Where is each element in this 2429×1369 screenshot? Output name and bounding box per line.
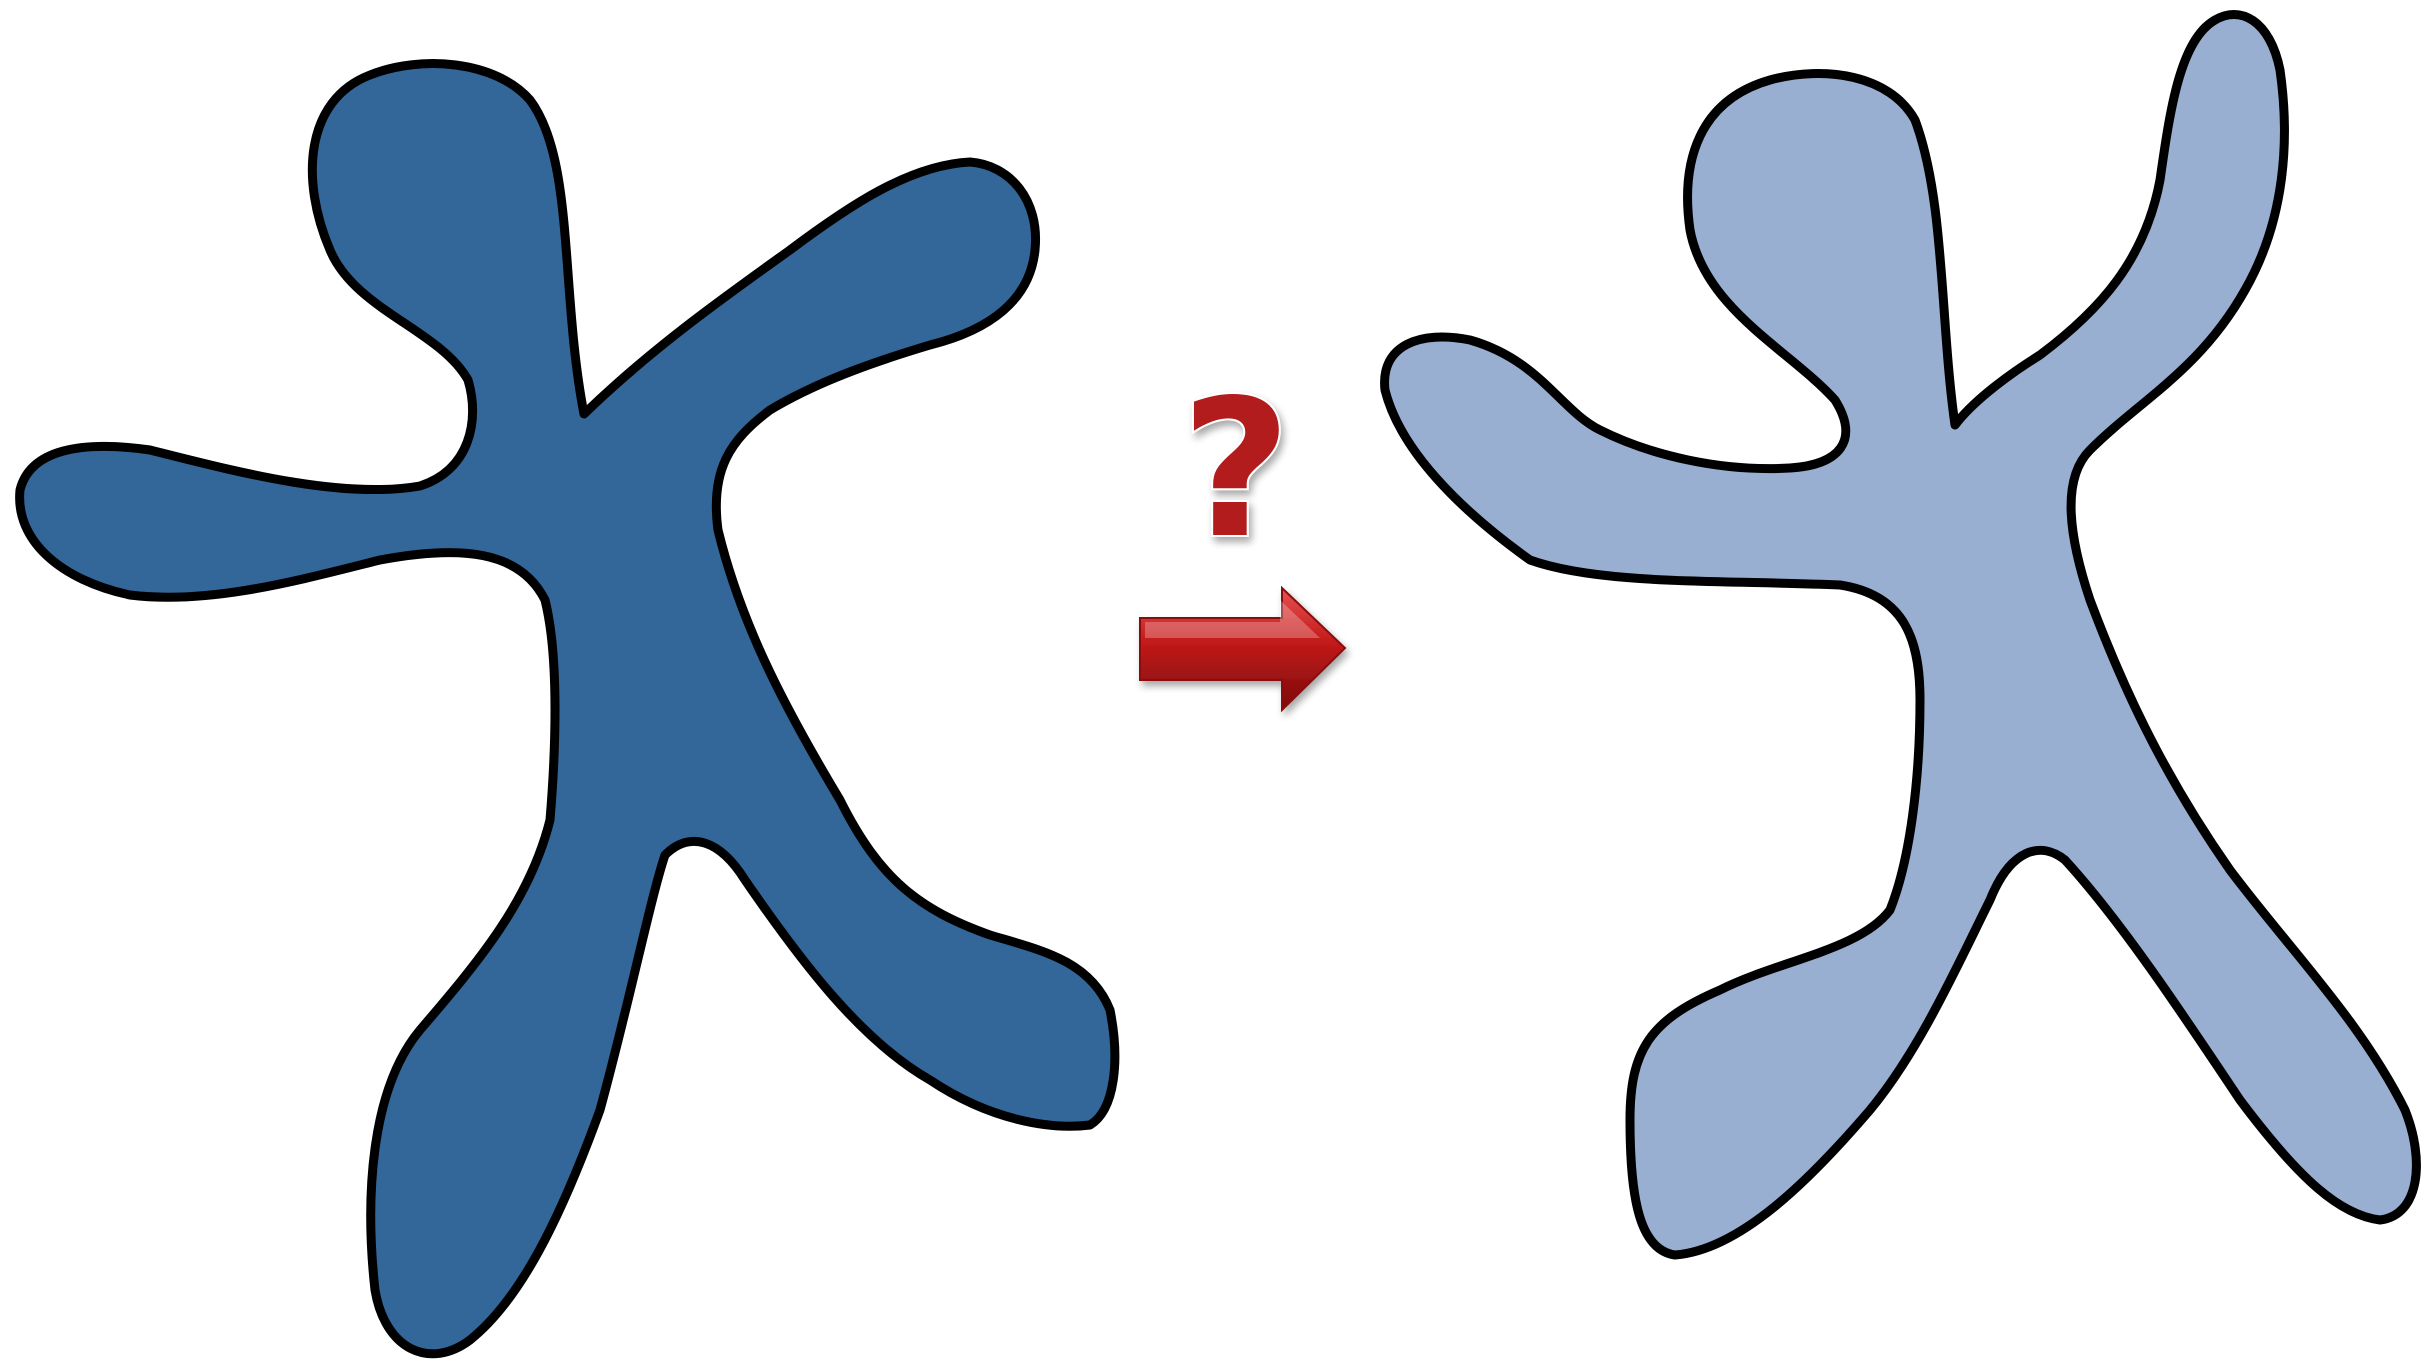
question-mark-text: ? (1181, 359, 1291, 580)
transition-arrow (1139, 585, 1347, 713)
arrow-highlight (1145, 600, 1320, 638)
target-shape (1380, 10, 2421, 1260)
right-arrow-icon (1139, 585, 1347, 713)
question-mark-icon: ? (1179, 357, 1293, 582)
source-shape (15, 59, 1120, 1359)
